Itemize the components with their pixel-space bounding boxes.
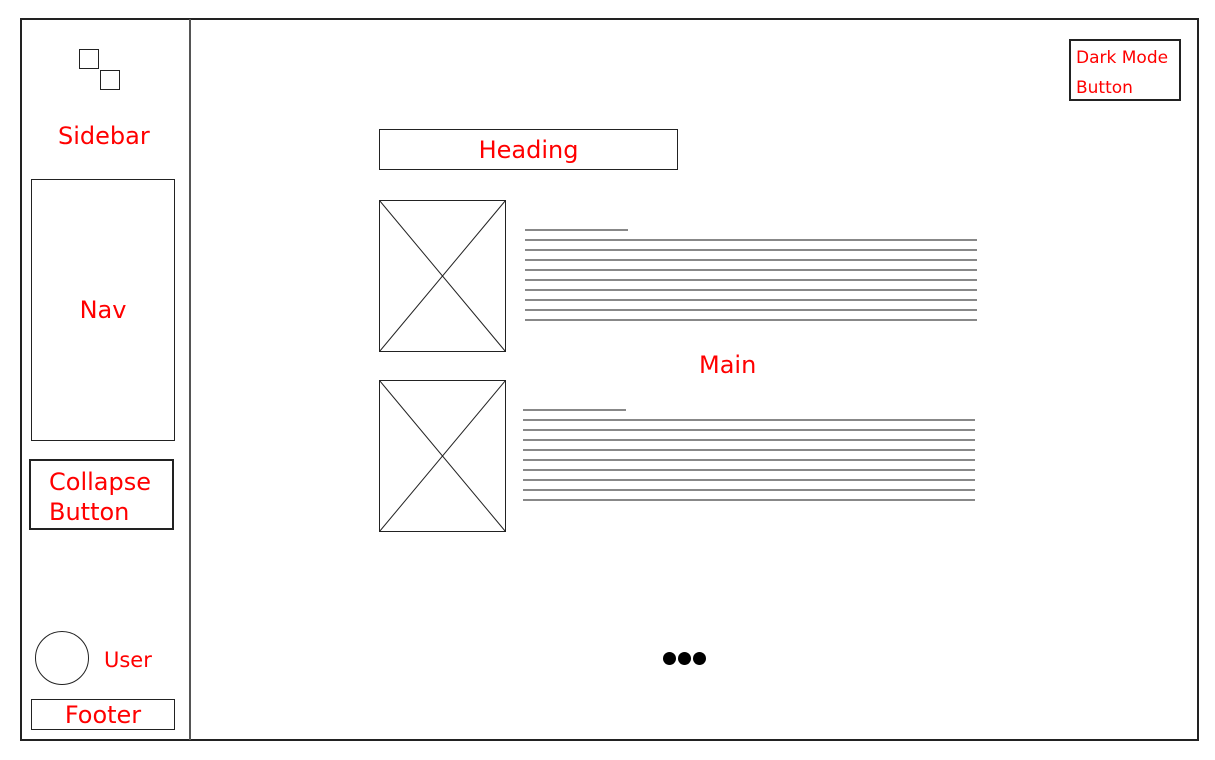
- card-text-line: [523, 469, 975, 471]
- card-text-line: [525, 279, 977, 281]
- user-label: User: [104, 648, 152, 672]
- more-dot: [663, 652, 676, 665]
- user-avatar[interactable]: [35, 631, 89, 685]
- card-text-line: [523, 449, 975, 451]
- card-text-line: [523, 419, 975, 421]
- card-title-line: [525, 229, 628, 231]
- card-text-line: [525, 249, 977, 251]
- more-dot: [678, 652, 691, 665]
- nav-label: Nav: [79, 296, 127, 324]
- image-placeholder-icon: [379, 200, 506, 352]
- more-dot: [693, 652, 706, 665]
- card-text-line: [525, 319, 977, 321]
- card-text-line: [523, 429, 975, 431]
- card-text-line: [525, 239, 977, 241]
- heading-label: Heading: [478, 135, 579, 164]
- dark-mode-button[interactable]: Dark Mode Button: [1069, 39, 1181, 101]
- footer-label: Footer: [64, 700, 142, 729]
- page-heading: Heading: [379, 129, 678, 170]
- logo-square-bottom: [100, 70, 120, 90]
- logo-square-top: [79, 49, 99, 69]
- logo-icon: [79, 49, 121, 91]
- card-text-line: [523, 479, 975, 481]
- card-text-line: [525, 269, 977, 271]
- image-placeholder-icon: [379, 380, 506, 532]
- card-text-line: [525, 289, 977, 291]
- card-text-line: [523, 439, 975, 441]
- footer: Footer: [31, 699, 175, 730]
- main-label: Main: [699, 351, 757, 379]
- collapse-button[interactable]: Collapse Button: [29, 459, 174, 530]
- card-text-line: [525, 259, 977, 261]
- card-text-line: [525, 309, 977, 311]
- card-text-line: [523, 489, 975, 491]
- dark-mode-button-label: Dark Mode Button: [1076, 48, 1169, 98]
- sidebar-divider: [189, 19, 191, 740]
- wireframe-frame: [20, 18, 1199, 741]
- nav-panel[interactable]: Nav: [31, 179, 175, 441]
- card-text-line: [523, 459, 975, 461]
- sidebar-title: Sidebar: [58, 122, 150, 150]
- collapse-button-label: Collapse Button: [49, 468, 151, 526]
- card-text-line: [523, 499, 975, 501]
- card-text-line: [525, 299, 977, 301]
- card-title-line: [523, 409, 626, 411]
